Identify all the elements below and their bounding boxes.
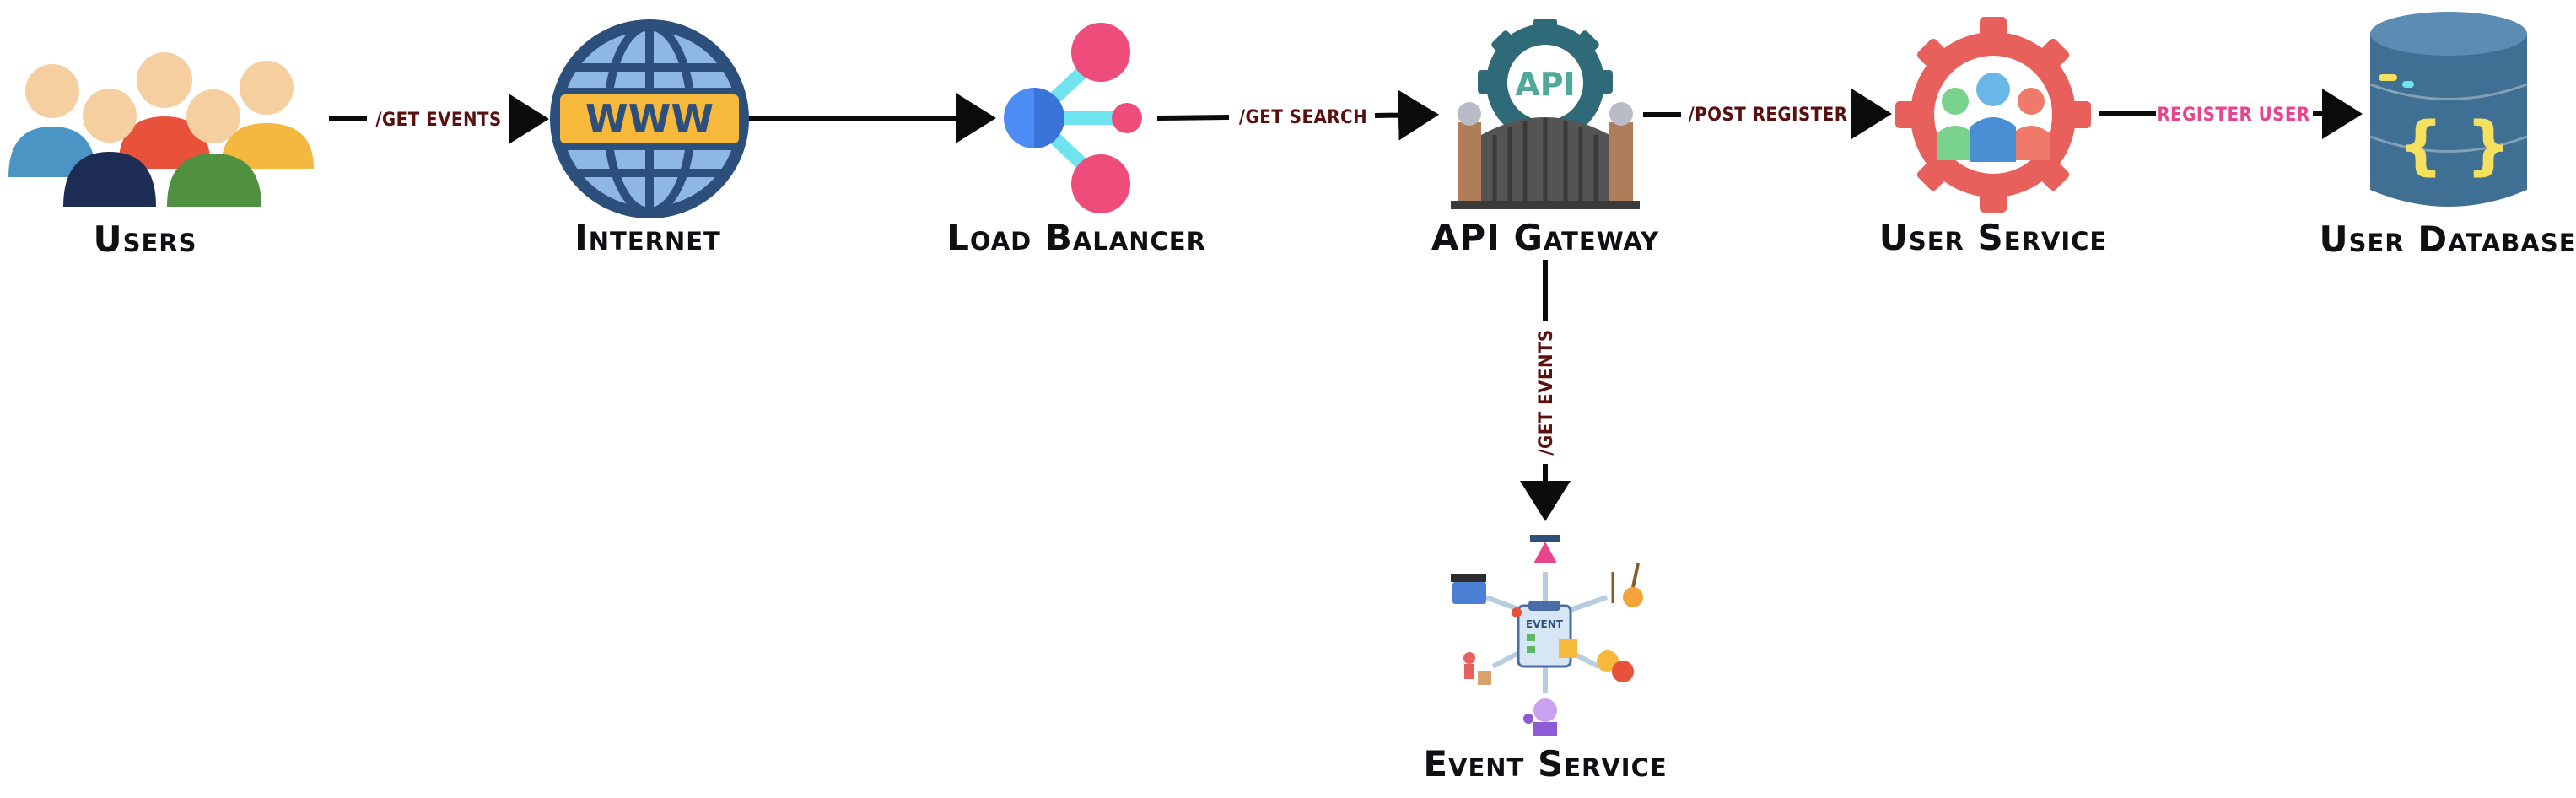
edge-label-users-internet: /GET EVENTS bbox=[375, 110, 502, 131]
edge-label-lb-gateway: /GET SEARCH bbox=[1239, 107, 1367, 128]
braces-glyph: { } bbox=[2398, 107, 2512, 182]
users-group-icon bbox=[8, 52, 314, 207]
user-service-label: User Service bbox=[1879, 217, 2107, 258]
api-badge: API bbox=[1515, 66, 1575, 103]
event-badge: EVENT bbox=[1526, 618, 1564, 630]
edge-loadbalancer-gateway: /GET SEARCH bbox=[1156, 89, 1439, 141]
edge-label-userservice-db: REGISTER USER bbox=[2157, 105, 2309, 126]
globe-www-icon: WWW bbox=[550, 19, 749, 218]
edge-label-gateway-eventservice: /GET EVENTS bbox=[1536, 329, 1557, 456]
edge-gateway-eventservice: /GET EVENTS bbox=[1520, 260, 1571, 521]
load-balancer-icon bbox=[1004, 23, 1142, 213]
load-balancer-label: Load Balancer bbox=[946, 217, 1206, 258]
user-database-label: User Database bbox=[2319, 218, 2576, 260]
event-service-label: Event Service bbox=[1423, 743, 1667, 785]
api-gateway-label: API Gateway bbox=[1431, 217, 1659, 258]
edge-label-gateway-userservice: /POST REGISTER bbox=[1688, 105, 1847, 126]
users-label: Users bbox=[93, 218, 197, 260]
edge-users-internet: /GET EVENTS bbox=[329, 94, 549, 144]
edge-userservice-database: REGISTER USER bbox=[2099, 89, 2363, 139]
api-gate-icon: API bbox=[1451, 19, 1640, 209]
database-icon: { } bbox=[2369, 12, 2528, 207]
edge-gateway-userservice: /POST REGISTER bbox=[1643, 89, 1892, 139]
www-badge: WWW bbox=[585, 96, 714, 142]
internet-label: Internet bbox=[574, 217, 721, 258]
user-gear-icon bbox=[1895, 17, 2091, 213]
event-hub-icon: EVENT bbox=[1451, 535, 1643, 736]
